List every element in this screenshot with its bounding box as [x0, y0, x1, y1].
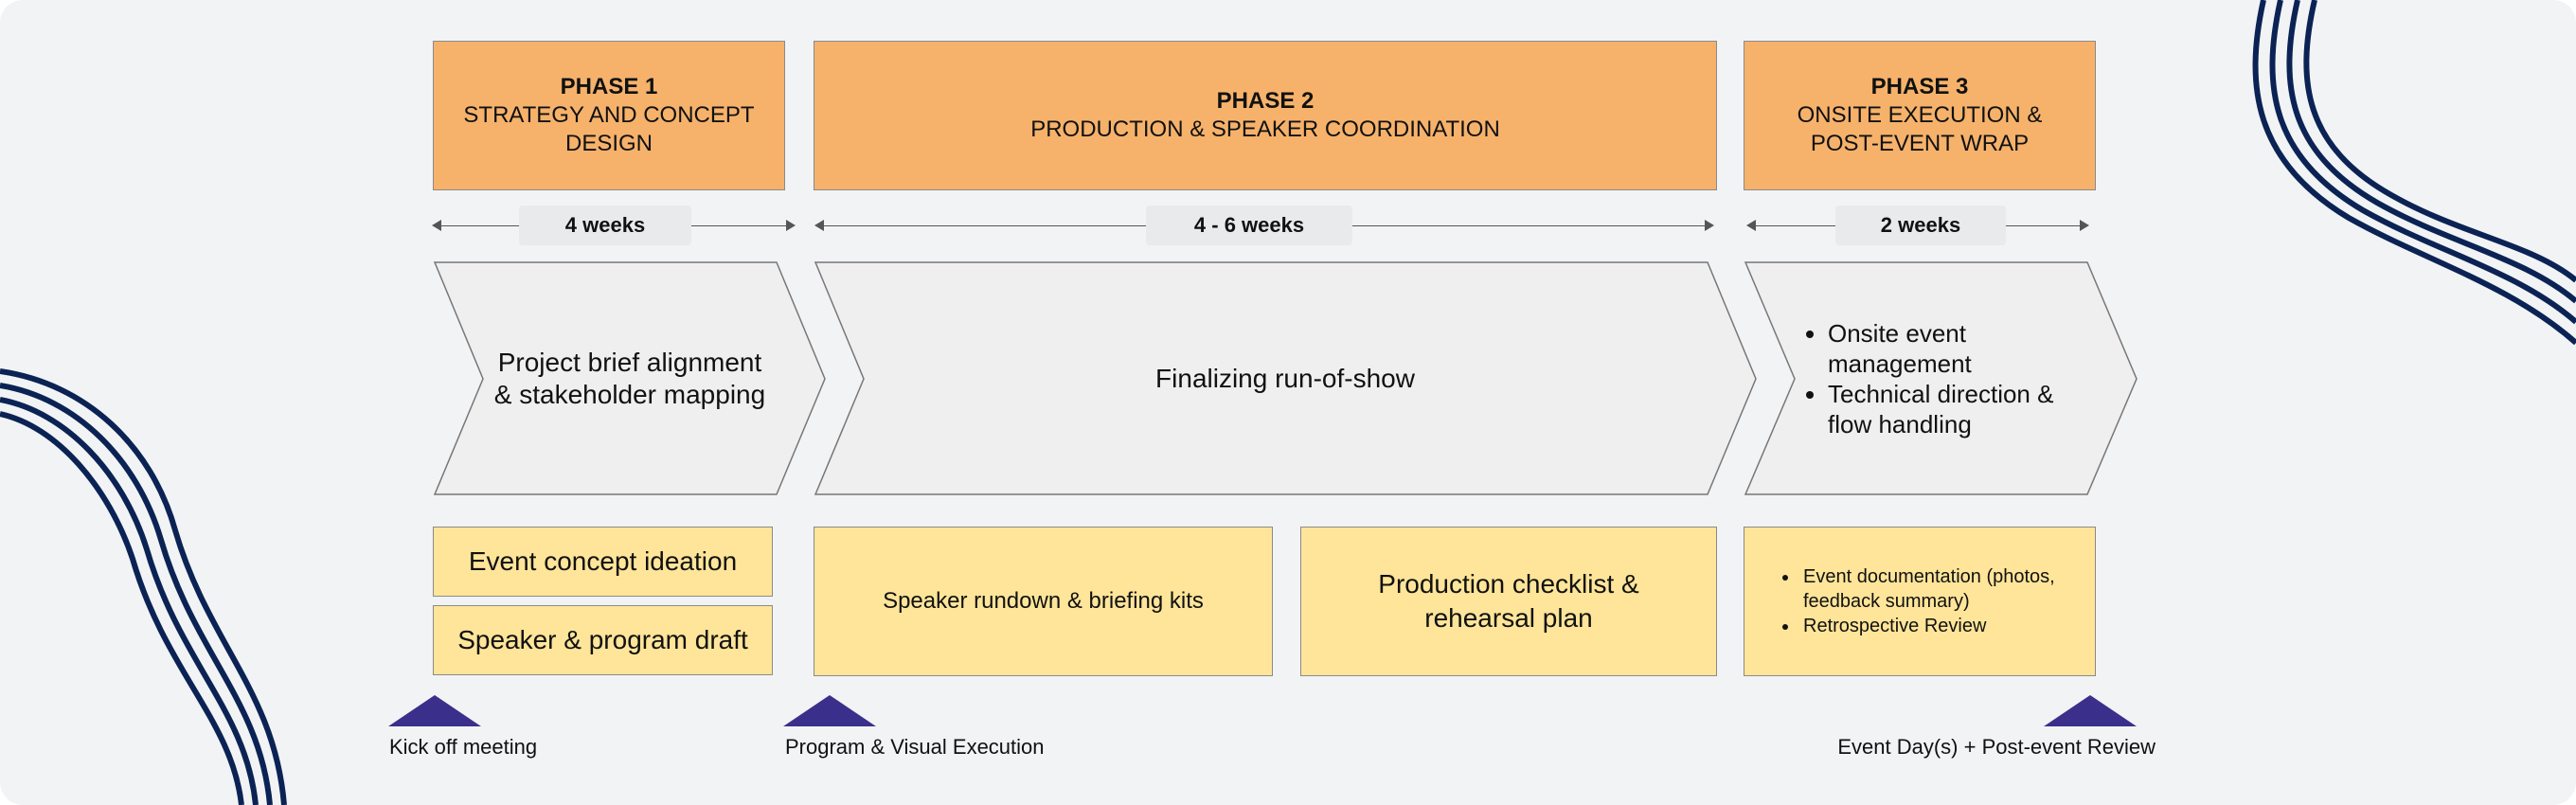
chevron-text-phase-2: Finalizing run-of-show [873, 262, 1697, 494]
phase-1-header: PHASE 1 STRATEGY AND CONCEPT DESIGN [433, 41, 785, 190]
duration-badge: 2 weeks [1835, 206, 2006, 245]
phase-3-header: PHASE 3 ONSITE EXECUTION & POST-EVENT WR… [1744, 41, 2096, 190]
chevron-text-phase-1: Project brief alignment & stakeholder ma… [492, 262, 767, 494]
milestone-label-event-day: Event Day(s) + Post-event Review [1837, 735, 2156, 759]
task-production-checklist: Production checklist & rehearsal plan [1300, 527, 1717, 676]
milestone-marker-kickoff [388, 695, 481, 726]
duration-arrow-left [1746, 220, 1835, 231]
duration-badge: 4 weeks [519, 206, 691, 245]
phase-title: PHASE 1 [560, 74, 658, 99]
decorative-curves-right [2252, 0, 2576, 346]
duration-badge: 4 - 6 weeks [1146, 206, 1352, 245]
bullet-item: Retrospective Review [1799, 614, 2095, 638]
chevron-label: Project brief alignment & stakeholder ma… [493, 347, 766, 409]
bullet-item: Technical direction & flow handling [1828, 379, 2074, 439]
milestone-label-kickoff: Kick off meeting [389, 735, 538, 759]
chevron-text-phase-3: Onsite event management Technical direct… [1790, 262, 2074, 494]
decorative-curves-left [0, 368, 287, 805]
duration-arrow-right [2006, 220, 2089, 231]
task-label: Production checklist & rehearsal plan [1378, 569, 1639, 633]
chevron-label: Finalizing run-of-show [1155, 363, 1415, 393]
task-label: Speaker & program draft [457, 625, 748, 654]
phase-subtitle: ONSITE EXECUTION & POST-EVENT WRAP [1797, 102, 2043, 156]
duration-arrow-left [432, 220, 519, 231]
bullet-item: Onsite event management [1828, 318, 2074, 379]
phase-subtitle: PRODUCTION & SPEAKER COORDINATION [1030, 116, 1500, 142]
phase-title: PHASE 3 [1870, 74, 1969, 99]
phase-title: PHASE 2 [1216, 88, 1315, 114]
task-event-concept-ideation: Event concept ideation [433, 527, 773, 597]
task-speaker-program-draft: Speaker & program draft [433, 605, 773, 675]
duration-arrow-right [1352, 220, 1714, 231]
chevron-phase-1 [433, 261, 826, 495]
milestone-label-program: Program & Visual Execution [785, 735, 1045, 759]
milestone-marker-event-day [2044, 695, 2137, 726]
chevron-bullets: Onsite event management Technical direct… [1790, 318, 2074, 439]
duration-arrow-left [814, 220, 1146, 231]
chevron-phase-2 [814, 261, 1757, 495]
phase-subtitle: STRATEGY AND CONCEPT DESIGN [463, 102, 755, 156]
task-label: Speaker rundown & briefing kits [883, 588, 1204, 614]
task-event-documentation: Event documentation (photos, feedback su… [1744, 527, 2096, 676]
task-bullets: Event documentation (photos, feedback su… [1744, 564, 2095, 638]
chevron-phase-3 [1744, 261, 2138, 495]
task-speaker-rundown: Speaker rundown & briefing kits [814, 527, 1273, 676]
bullet-item: Event documentation (photos, feedback su… [1799, 564, 2095, 614]
milestone-marker-program [783, 695, 876, 726]
phase-2-header: PHASE 2 PRODUCTION & SPEAKER COORDINATIO… [814, 41, 1717, 190]
task-label: Event concept ideation [468, 546, 738, 576]
duration-arrow-right [691, 220, 796, 231]
